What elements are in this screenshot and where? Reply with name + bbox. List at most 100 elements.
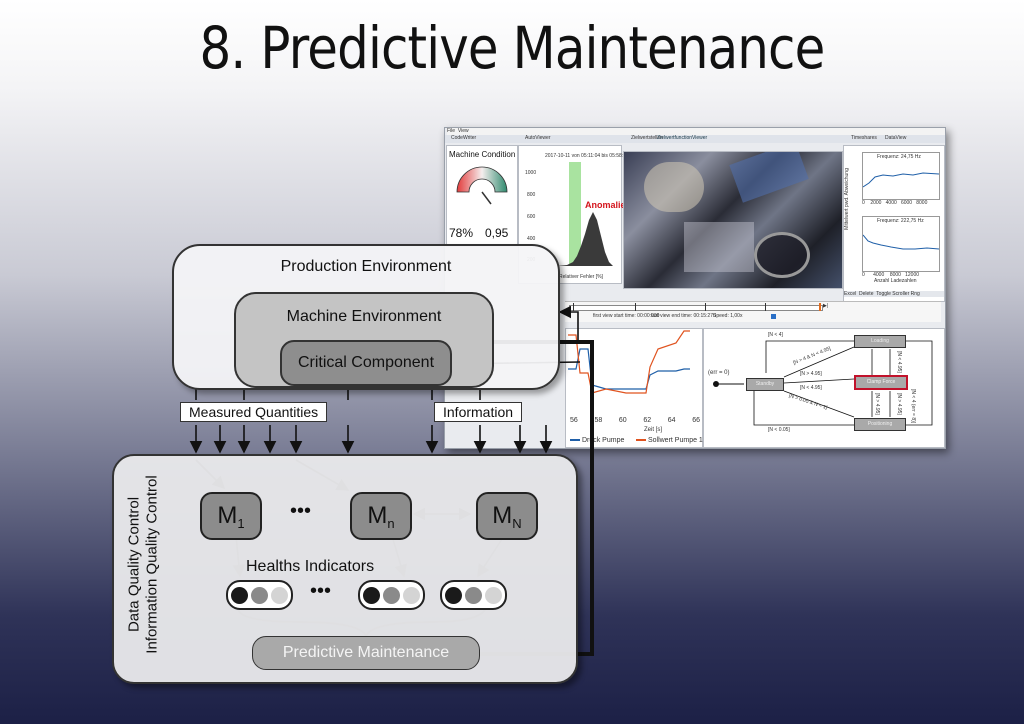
line-xtick: 62 [643, 417, 652, 424]
freq-xlabel: Anzahl Ladezahlen [874, 278, 917, 284]
condition-percent: 78% [449, 226, 474, 240]
histogram-pane: 2017-10-11 von 05:11:04 bis 05:58:41 Ano… [518, 145, 629, 284]
health-dot-dark [363, 586, 380, 604]
predictive-maintenance-box: Predictive Maintenance [252, 636, 480, 670]
health-dot-mid [383, 586, 400, 604]
tab-codewriter[interactable]: CodeWriter [451, 135, 477, 141]
health-pill-N [440, 580, 507, 610]
freq-xtick: 6000 [900, 200, 913, 206]
tab-strip: CodeWriter AutoViewer Zielwertstellen Zi… [445, 135, 945, 143]
tab-toggle-scroller[interactable]: Toggle Scroller Rng [876, 291, 920, 297]
health-dot-light [271, 586, 288, 604]
health-dot-light [403, 586, 420, 604]
freq-xtick: 0 [862, 200, 865, 206]
ellipsis-health: ••• [310, 580, 332, 602]
timeline-speed: Speed: 1,00x [713, 313, 743, 319]
freq-label-1: Frequenz: 24,75 Hz [877, 154, 921, 160]
freq-xtick: 0 [862, 272, 865, 278]
line-chart-pane: 56 58 60 62 64 66 Zeit [s] Druck Pumpe S… [565, 328, 703, 448]
state-machine-pane: (err = 0) Standby Loading Clamp Force Po… [703, 328, 945, 448]
edge-label: [N > 4.95] [800, 371, 822, 377]
model-sub: N [512, 515, 522, 531]
health-pill-1 [226, 580, 293, 610]
timeline[interactable]: first view start time: 00:00:000 last vi… [565, 301, 941, 322]
timeline-start: first view start time: 00:00:000 [593, 313, 660, 319]
histogram-highlight [569, 162, 581, 266]
condition-value: 0,95 [485, 226, 509, 240]
hist-ytick-600: 600 [527, 214, 536, 220]
tab-dataview[interactable]: DataView [885, 135, 907, 141]
software-screenshot: File View CodeWriter AutoViewer Zielwert… [444, 127, 946, 449]
state-positioning: Positioning [854, 418, 906, 431]
freq-ylabel: Mittelwert pwd. Abweichung [843, 168, 850, 230]
health-dot-dark [231, 586, 248, 604]
critical-label: Critical Component [297, 354, 435, 371]
legend-swatch [570, 439, 580, 442]
freq-xtick: 2000 [870, 200, 882, 206]
line-xtick: 66 [692, 417, 700, 424]
edge-label: [N < 4.95] [896, 351, 902, 373]
edge-label: [N < 4] [768, 332, 783, 338]
information-quality-label: Information Quality Control [143, 475, 161, 654]
edge-label: [N > 4.95] [896, 393, 902, 415]
line-xtick: 56 [570, 417, 578, 424]
line-xtick: 60 [618, 417, 627, 424]
model-base: M [367, 502, 388, 529]
freq-xtick: 8000 [916, 200, 928, 206]
speed-slider[interactable] [771, 314, 776, 319]
anomaly-label: Anomalie [585, 200, 626, 210]
health-indicators-label: Healths Indicators [246, 558, 375, 575]
menu-file[interactable]: File [447, 128, 456, 134]
edge-label: [N > 4.95] [874, 393, 880, 415]
measured-quantities-label: Measured Quantities [180, 402, 328, 422]
state-clamp-force: Clamp Force [854, 375, 908, 390]
critical-component: Critical Component [280, 340, 452, 386]
legend-druck: Druck Pumpe [570, 437, 624, 444]
state-loading: Loading [854, 335, 906, 348]
health-dot-dark [445, 586, 462, 604]
timeline-scrubber[interactable] [569, 305, 823, 311]
timeline-end: last view end time: 00:15:270 [651, 313, 716, 319]
machine-label: Machine Environment [286, 308, 442, 325]
tab-zielwertstellen[interactable]: Zielwertstellen [631, 135, 663, 141]
production-label: Production Environment [280, 258, 452, 275]
tab-zielwertfunction[interactable]: ZielwertfunctionViewer [657, 135, 708, 141]
freq-xtick: 4000 [873, 272, 885, 278]
legend-sollwert: Sollwert Pumpe 1 [636, 437, 703, 444]
camera-view [623, 151, 843, 289]
legend-label: Druck Pumpe [581, 437, 625, 444]
gauge-icon [456, 166, 508, 205]
legend-swatch [636, 439, 646, 442]
histogram-title: 2017-10-11 von 05:11:04 bis 05:58:41 [545, 153, 629, 159]
freq-plot-2: Frequenz: 222,75 Hz [862, 216, 940, 272]
menu-view[interactable]: View [457, 128, 469, 134]
condition-label: Machine Condition [449, 150, 516, 159]
line-xticks: 56 58 60 62 64 66 [570, 417, 700, 424]
histogram-bars [557, 212, 613, 266]
health-pill-n [358, 580, 425, 610]
condition-pane: Machine Condition 78% 0,95 [446, 145, 518, 247]
slide-title: 8. Predictive Maintenance [199, 14, 826, 82]
line-xtick: 58 [594, 417, 603, 424]
tab-delete[interactable]: Delete [859, 291, 874, 297]
menu-bar: File View [447, 128, 945, 135]
model-base: M [492, 502, 513, 529]
line-xtick: 64 [667, 417, 676, 424]
health-dot-mid [251, 586, 268, 604]
tab-autoviewer[interactable]: AutoViewer [525, 135, 551, 141]
legend-label: Sollwert Pumpe 1 [647, 437, 703, 444]
information-label: Information [434, 402, 523, 422]
freq-xtick: 8000 [889, 272, 901, 278]
ellipsis-models: ••• [290, 500, 312, 522]
freq-bottom-tabs: Excel Delete Toggle Scroller Rng [844, 291, 944, 297]
tab-timeshares[interactable]: Timeshares [851, 135, 877, 141]
hist-ytick-400: 400 [527, 236, 536, 242]
tab-excel[interactable]: Excel [844, 291, 857, 297]
play-controls-icon[interactable]: ▶| [823, 303, 829, 309]
model-sub: n [387, 515, 395, 531]
health-dot-light [485, 586, 502, 604]
health-dot-mid [465, 586, 482, 604]
